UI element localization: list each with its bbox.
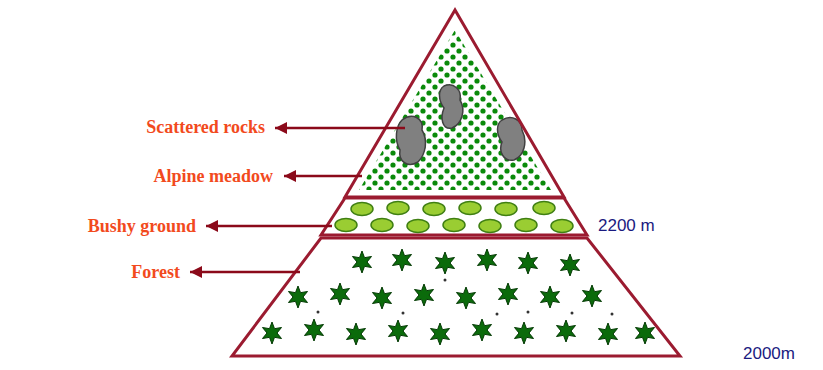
leader-arrows xyxy=(190,128,405,272)
label-slot: 2200 m xyxy=(598,215,655,237)
label-slot: Forest xyxy=(131,261,180,283)
rock xyxy=(440,85,463,128)
zone-label: Forest xyxy=(131,262,180,282)
label-slot: Bushy ground xyxy=(88,215,196,237)
bushes xyxy=(335,202,573,233)
altitude-label: 2200 m xyxy=(598,216,655,235)
bush-zone-outline xyxy=(321,198,587,235)
forest-specks xyxy=(317,279,614,316)
meadow-dots xyxy=(359,30,551,190)
altitude-label: 2000m xyxy=(743,344,795,363)
leader-arrow xyxy=(284,175,362,178)
label-slot: 2000m xyxy=(743,343,795,365)
forest-zone-outline xyxy=(232,238,680,356)
leader-arrow xyxy=(190,271,300,274)
label-slot: Alpine meadow xyxy=(153,165,273,187)
rock xyxy=(396,116,425,164)
zone-label: Alpine meadow xyxy=(153,166,273,186)
label-slot: Scattered rocks xyxy=(146,116,265,138)
zone-label: Bushy ground xyxy=(88,216,196,236)
leader-arrow xyxy=(275,127,405,130)
alpine-zone-ground xyxy=(345,10,564,197)
alpine-zone-outline xyxy=(345,10,564,197)
leader-arrow xyxy=(206,225,332,228)
zone-label: Scattered rocks xyxy=(146,117,265,137)
trees xyxy=(262,249,654,345)
